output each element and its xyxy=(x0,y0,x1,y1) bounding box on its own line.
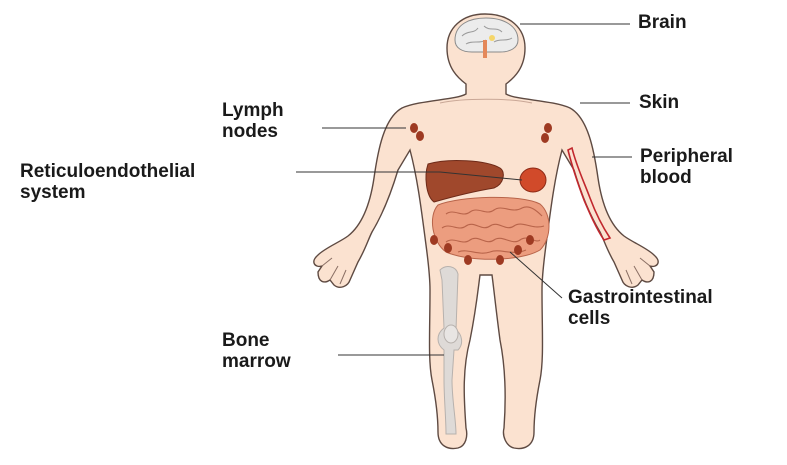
lymph-node xyxy=(430,235,438,245)
skin-label: Skin xyxy=(639,92,679,113)
bone-marrow-label-line1: Bone xyxy=(222,330,291,351)
brain-label-text: Brain xyxy=(638,12,687,33)
brain-gland xyxy=(489,35,495,41)
brain-label: Brain xyxy=(638,12,687,33)
lymph-node xyxy=(444,243,452,253)
gastrointestinal-cells-label: Gastrointestinal cells xyxy=(568,287,713,329)
reticulo-label-line1: Reticuloendothelial xyxy=(20,161,195,182)
gi-label-line2: cells xyxy=(568,308,713,329)
reticuloendothelial-system-label: Reticuloendothelial system xyxy=(20,161,195,203)
peripheral-blood-label: Peripheral blood xyxy=(640,146,733,188)
skin-label-text: Skin xyxy=(639,92,679,113)
lymph-node xyxy=(541,133,549,143)
bone-marrow-label-line2: marrow xyxy=(222,351,291,372)
lymph-node xyxy=(514,245,522,255)
bone-marrow-label: Bone marrow xyxy=(222,330,291,372)
lymph-node xyxy=(410,123,418,133)
gi-label-line1: Gastrointestinal xyxy=(568,287,713,308)
lymph-node xyxy=(544,123,552,133)
lymph-node xyxy=(416,131,424,141)
lymph-nodes-label: Lymph nodes xyxy=(222,100,284,142)
peripheral-blood-label-line2: blood xyxy=(640,167,733,188)
lymph-node xyxy=(464,255,472,265)
lymph-node xyxy=(526,235,534,245)
spleen xyxy=(520,168,546,192)
lymph-nodes-label-line1: Lymph xyxy=(222,100,284,121)
kneecap xyxy=(444,325,458,343)
lymph-nodes-label-line2: nodes xyxy=(222,121,284,142)
reticulo-label-line2: system xyxy=(20,182,195,203)
peripheral-blood-label-line1: Peripheral xyxy=(640,146,733,167)
lymph-node xyxy=(496,255,504,265)
